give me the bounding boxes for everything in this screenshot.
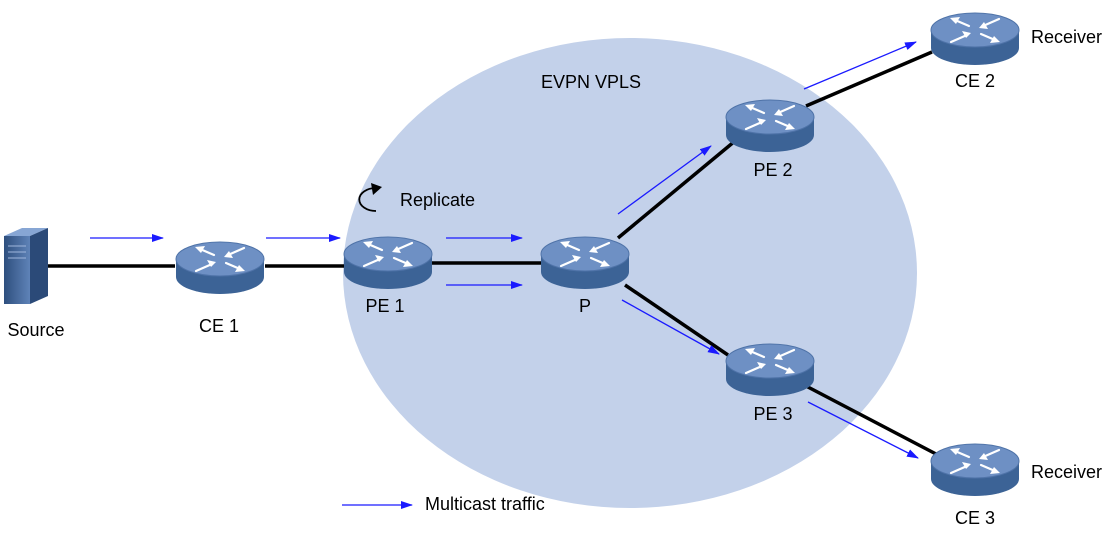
link-p-pe2 bbox=[616, 139, 737, 240]
link-p-pe3 bbox=[624, 283, 729, 357]
region-label: EVPN VPLS bbox=[540, 72, 642, 92]
link-pe2-ce2 bbox=[805, 50, 933, 108]
replicate-icon bbox=[358, 183, 382, 212]
device-label-ce2: CE 2 bbox=[954, 71, 996, 91]
traffic-arrow bbox=[807, 401, 919, 459]
links bbox=[48, 50, 937, 456]
router-pe2-icon bbox=[724, 98, 816, 154]
router-pe3-icon bbox=[724, 342, 816, 398]
traffic-arrows bbox=[90, 41, 919, 459]
router-ce1-icon bbox=[174, 240, 266, 296]
traffic-arrow bbox=[617, 145, 712, 215]
legend-label: Multicast traffic bbox=[425, 494, 545, 514]
device-label-pe1: PE 1 bbox=[365, 296, 405, 316]
device-label-source: Source bbox=[7, 320, 65, 340]
device-label-pe2: PE 2 bbox=[753, 160, 793, 180]
receiver-label-top: Receiver bbox=[1031, 27, 1103, 47]
router-ce2-icon bbox=[929, 11, 1021, 67]
traffic-arrow bbox=[803, 41, 917, 90]
device-label-p: P bbox=[578, 296, 592, 316]
router-p-icon bbox=[539, 235, 631, 291]
replicate-label: Replicate bbox=[400, 190, 476, 210]
link-pe3-ce3 bbox=[805, 384, 937, 456]
device-label-ce1: CE 1 bbox=[198, 316, 240, 336]
device-label-pe3: PE 3 bbox=[753, 404, 793, 424]
traffic-arrow bbox=[621, 299, 720, 355]
receiver-label-bottom: Receiver bbox=[1031, 462, 1103, 482]
server-icon bbox=[4, 228, 48, 304]
router-ce3-icon bbox=[929, 442, 1021, 498]
router-pe1-icon bbox=[342, 235, 434, 291]
device-label-ce3: CE 3 bbox=[954, 508, 996, 528]
